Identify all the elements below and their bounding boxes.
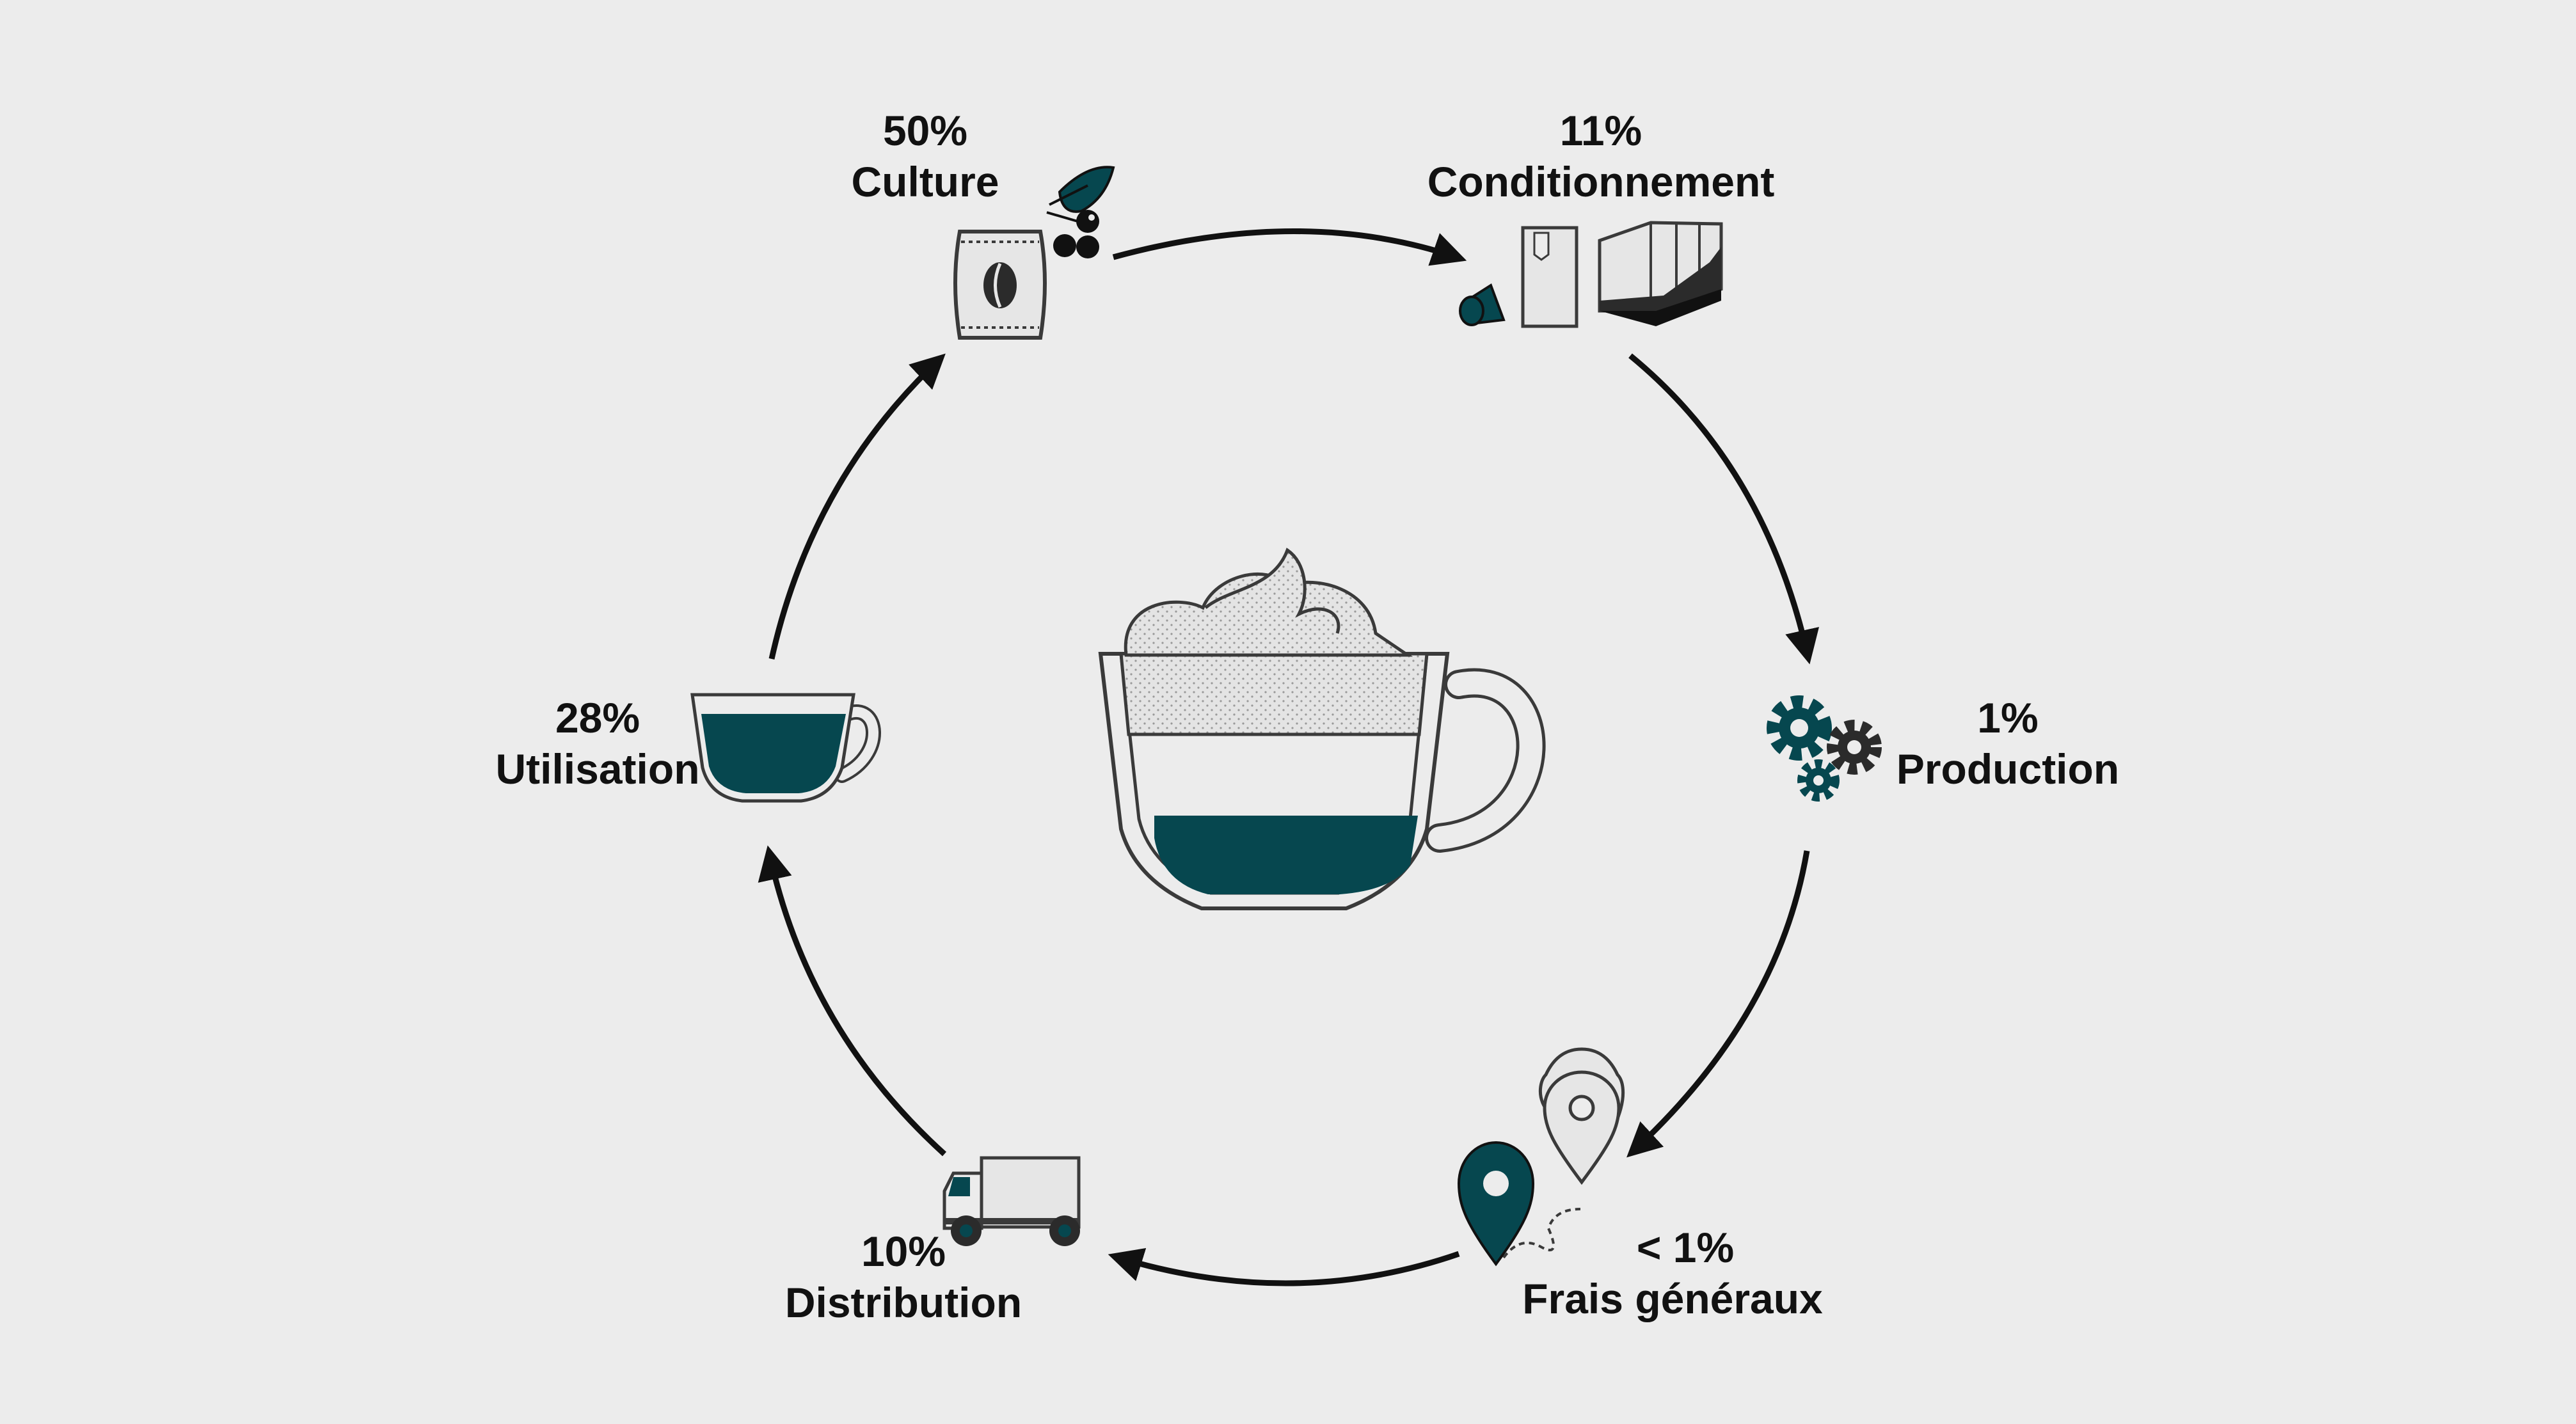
step-utilisation-name: Utilisation bbox=[495, 745, 700, 793]
arrow-production-to-frais bbox=[1626, 850, 1810, 1158]
step-frais-label: < 1% Frais généraux bbox=[1522, 1222, 1823, 1324]
cappuccino-cup-icon bbox=[1098, 548, 1546, 910]
arrow-culture-to-conditionnement bbox=[1112, 228, 1467, 266]
arrow-distribution-to-utilisation bbox=[758, 845, 947, 1157]
step-conditionnement-label: 11% Conditionnement bbox=[1427, 105, 1775, 207]
step-production-name: Production bbox=[1896, 745, 2120, 793]
gears-icon bbox=[1767, 695, 1882, 802]
step-utilisation-label: 28% Utilisation bbox=[495, 692, 699, 795]
map-pins-icon bbox=[1457, 1047, 1625, 1267]
arrow-frais-to-distribution bbox=[1108, 1247, 1460, 1286]
step-production-percent: 1% bbox=[1977, 694, 2039, 741]
cycle-arrows bbox=[758, 228, 1820, 1286]
step-distribution-name: Distribution bbox=[784, 1279, 1022, 1326]
arrow-conditionnement-to-production bbox=[1628, 353, 1820, 665]
coffee-bag-and-berries-icon bbox=[953, 166, 1115, 340]
espresso-cup-icon bbox=[690, 693, 881, 803]
step-frais-name: Frais généraux bbox=[1522, 1275, 1823, 1322]
step-conditionnement-name: Conditionnement bbox=[1427, 158, 1775, 205]
step-distribution-label: 10% Distribution bbox=[785, 1226, 1022, 1328]
arrow-utilisation-to-culture bbox=[768, 353, 946, 660]
step-conditionnement-percent: 11% bbox=[1559, 107, 1642, 154]
step-distribution-percent: 10% bbox=[861, 1228, 946, 1275]
step-culture-label: 50% Culture bbox=[852, 105, 999, 207]
step-culture-percent: 50% bbox=[882, 107, 968, 154]
truck-icon bbox=[942, 1156, 1081, 1246]
step-utilisation-percent: 28% bbox=[555, 694, 640, 741]
step-culture-name: Culture bbox=[851, 158, 999, 205]
capsule-and-boxes-icon bbox=[1459, 221, 1723, 328]
step-production-label: 1% Production bbox=[1896, 692, 2119, 795]
step-frais-percent: < 1% bbox=[1636, 1224, 1735, 1271]
